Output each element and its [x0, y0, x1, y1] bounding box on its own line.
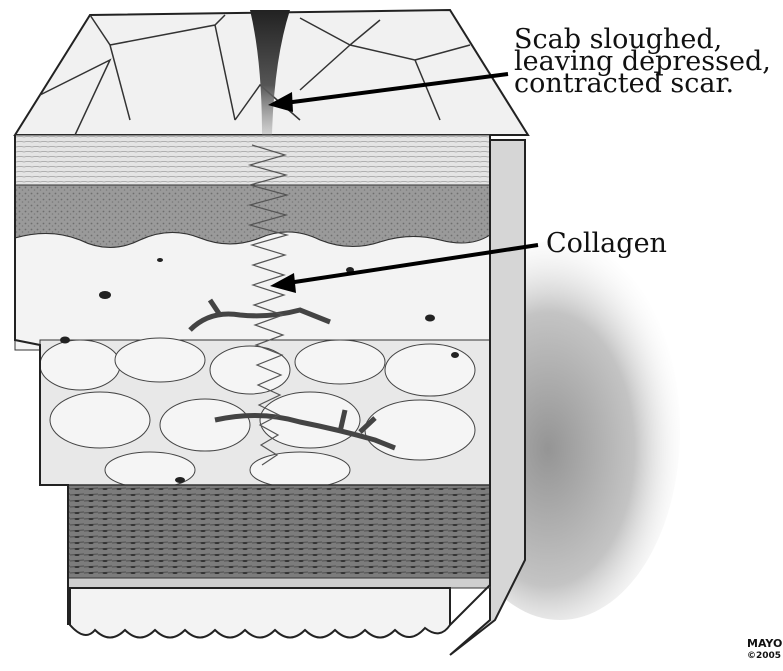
collagen-label: Collagen [546, 233, 667, 255]
fat-layer [40, 338, 490, 488]
fascia-layer [68, 578, 490, 588]
epidermis-layer [15, 135, 490, 185]
watermark-copyright: ©2005 [747, 651, 781, 661]
scab-label: Scab sloughed, leaving depressed, contra… [514, 29, 771, 95]
muscle-layer [68, 485, 490, 585]
scab-label-line-3: contracted scar. [514, 73, 771, 95]
bottom-edge [70, 588, 450, 638]
watermark-mayo: MAYO [747, 637, 782, 650]
papillary-dermis [15, 232, 490, 350]
